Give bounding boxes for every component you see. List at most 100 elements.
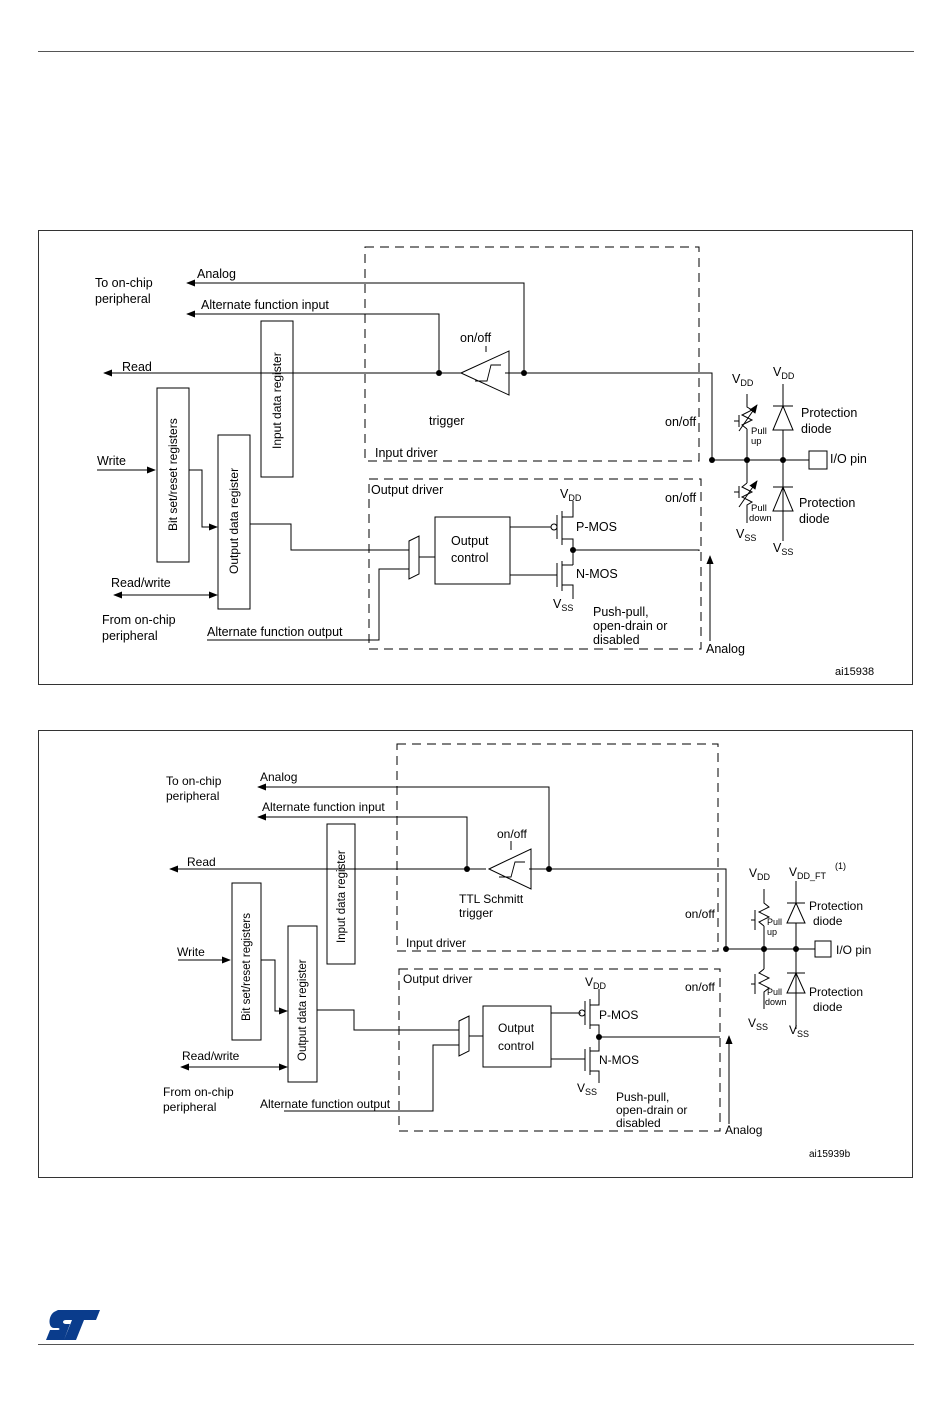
label-alt-func-output: Alternate function output (207, 625, 343, 639)
label-vddft-note: (1) (835, 861, 846, 871)
label-vss-diode: VSS (789, 1023, 809, 1039)
label-from-onchip-2: peripheral (102, 629, 158, 643)
label-vdd-pull: VDD (749, 866, 771, 882)
label-protection-diode-2b: diode (813, 1000, 843, 1014)
alt-func-input-line (257, 813, 468, 869)
label-output-control-2: control (451, 551, 489, 565)
label-from-onchip-1: From on-chip (163, 1085, 234, 1099)
bit-set-reset-registers (231, 882, 262, 1041)
label-output-data-register: Output data register (227, 468, 241, 574)
label-vdd-mos: VDD (585, 975, 607, 991)
label-onoff-up: on/off (685, 907, 715, 921)
protection-diode-lower (786, 971, 806, 994)
trigger-to-pin-line (529, 868, 727, 948)
label-pmos: P-MOS (599, 1008, 638, 1022)
label-vss-pull: VSS (736, 527, 756, 543)
label-to-onchip-2: peripheral (166, 789, 219, 803)
label-output-driver: Output driver (371, 483, 443, 497)
label-pushpull-3: disabled (593, 633, 640, 647)
label-onoff-up: on/off (665, 415, 697, 429)
diagram-io-port-structure-ft: To on-chip peripheral Analog Alternate f… (163, 743, 871, 1160)
label-bit-set-reset: Bit set/reset registers (166, 418, 180, 531)
label-from-onchip-2: peripheral (163, 1100, 216, 1114)
figure-id-label: ai15938 (835, 666, 874, 678)
label-alt-func-input: Alternate function input (201, 298, 329, 312)
label-nmos: N-MOS (576, 567, 618, 581)
label-pull-down-2: down (765, 997, 787, 1007)
protection-diode-upper (772, 404, 794, 431)
output-mux (458, 1015, 470, 1057)
label-pushpull-1: Push-pull, (616, 1090, 669, 1104)
label-read: Read (187, 855, 216, 869)
alt-func-input-line (186, 310, 440, 373)
input-driver-box (364, 246, 700, 462)
analog-input-line (257, 783, 550, 869)
label-vdd-diode: VDD (773, 365, 795, 381)
diagram-io-port-structure: To on-chip peripheral Analog Alternate f… (95, 246, 874, 678)
output-data-register (287, 925, 318, 1083)
label-output-data-register: Output data register (297, 959, 309, 1061)
label-pull-up-2: up (751, 436, 762, 447)
label-alt-func-input: Alternate function input (262, 800, 385, 814)
label-analog-bottom: Analog (706, 642, 745, 656)
label-analog-top: Analog (197, 267, 236, 281)
label-output-control-1: Output (451, 534, 489, 548)
label-vdd-mos: VDD (560, 487, 582, 503)
input-driver-box (396, 743, 719, 952)
label-vss-pull: VSS (748, 1016, 768, 1032)
alt-func-output-line (284, 1044, 459, 1112)
output-control-block (482, 1005, 552, 1068)
label-pull-down-1: Pull (767, 987, 782, 997)
label-pull-up-1: Pull (751, 426, 767, 437)
bit-set-reset-registers (156, 387, 190, 563)
label-protection-diode-1b: diode (801, 422, 832, 436)
label-onoff-trigger: on/off (460, 331, 492, 345)
figure-id-label: ai15939b (809, 1149, 851, 1160)
label-pull-down-2: down (749, 513, 772, 524)
label-write: Write (97, 454, 126, 468)
input-data-register (260, 320, 294, 478)
protection-diode-upper (786, 901, 806, 924)
label-input-driver: Input driver (375, 446, 438, 460)
label-read-write: Read/write (111, 576, 171, 590)
label-protection-diode-1b: diode (813, 914, 843, 928)
figure-io-port-structure: To on-chip peripheral Analog Alternate f… (38, 230, 913, 685)
label-analog-bottom: Analog (725, 1123, 762, 1137)
label-protection-diode-1a: Protection (801, 406, 857, 420)
schmitt-trigger-symbol (459, 350, 510, 396)
label-read-write: Read/write (182, 1049, 240, 1063)
label-pmos: P-MOS (576, 520, 617, 534)
label-trigger-2: trigger (459, 906, 493, 920)
label-pull-up-2: up (767, 927, 777, 937)
label-vss-mos: VSS (577, 1081, 597, 1097)
label-input-data-register: Input data register (336, 850, 348, 943)
label-from-onchip-1: From on-chip (102, 613, 176, 627)
label-input-driver: Input driver (406, 936, 466, 950)
label-alt-func-output: Alternate function output (260, 1097, 391, 1111)
label-protection-diode-2b: diode (799, 512, 830, 526)
label-trigger-1: TTL Schmitt (459, 892, 524, 906)
label-vdd-pull: VDD (732, 372, 754, 388)
figure-io-port-structure-ft: To on-chip peripheral Analog Alternate f… (38, 730, 913, 1178)
output-mux (408, 535, 420, 580)
output-driver-box (368, 478, 702, 650)
label-io-pin: I/O pin (836, 943, 871, 957)
label-pushpull-3: disabled (616, 1116, 661, 1130)
label-pull-up-1: Pull (767, 917, 782, 927)
label-pushpull-1: Push-pull, (593, 605, 649, 619)
label-output-control-1: Output (498, 1021, 535, 1035)
label-io-pin: I/O pin (830, 452, 867, 466)
label-analog-top: Analog (260, 770, 297, 784)
label-to-onchip-1: To on-chip (95, 276, 153, 290)
label-pushpull-2: open-drain or (593, 619, 667, 633)
label-protection-diode-1a: Protection (809, 899, 863, 913)
label-vddft: VDD_FT (789, 865, 827, 881)
label-input-data-register: Input data register (270, 352, 284, 449)
protection-diode-lower (772, 485, 794, 512)
label-onoff-down: on/off (665, 491, 697, 505)
label-nmos: N-MOS (599, 1053, 639, 1067)
output-control-block (434, 516, 511, 585)
label-to-onchip-1: To on-chip (166, 774, 222, 788)
label-onoff-trigger: on/off (497, 827, 527, 841)
trigger-to-pin-line (505, 372, 713, 459)
